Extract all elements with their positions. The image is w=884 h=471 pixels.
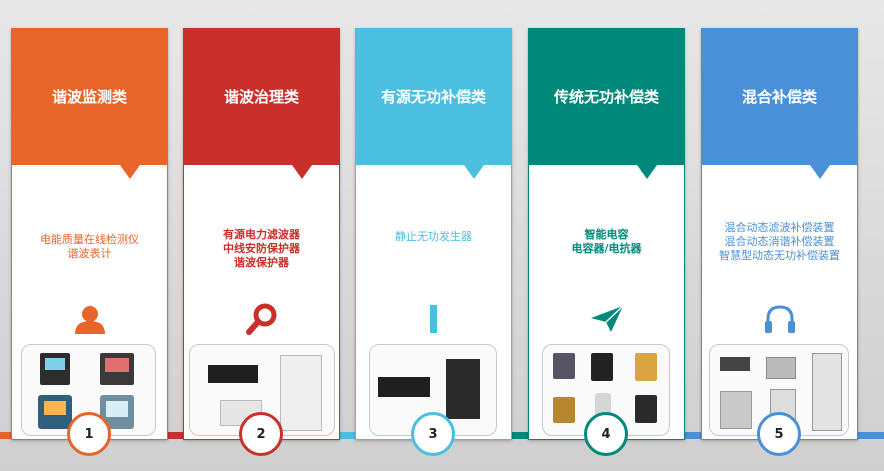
category-card-hybrid-compensation: 混合补偿类 混合动态滤波补偿装置 混合动态消谐补偿装置 智慧型动态无功补偿装置: [701, 28, 858, 440]
product-item: 电能质量在线检测仪: [40, 233, 139, 246]
meter-image: [100, 353, 134, 385]
cabinet-image: [280, 355, 322, 431]
header-notch: [120, 165, 140, 179]
header-notch: [637, 165, 657, 179]
card-header: 有源无功补偿类: [355, 28, 512, 179]
capacitor-image: [591, 353, 613, 381]
compensation-device-image: [720, 357, 750, 371]
product-list: 有源电力滤波器 中线安防保护器 谐波保护器: [183, 228, 340, 270]
step-number-2: 2: [239, 412, 283, 456]
timeline-segment-2: [90, 432, 262, 439]
product-list: 电能质量在线检测仪 谐波表计: [11, 233, 168, 261]
step-number-4: 4: [584, 412, 628, 456]
reactor-image: [553, 397, 575, 423]
product-list: 静止无功发生器: [355, 230, 512, 244]
product-item: 谐波表计: [67, 247, 112, 260]
reactor-image: [635, 395, 657, 423]
paper-plane-icon: [528, 300, 685, 338]
product-item: 混合动态滤波补偿装置: [724, 221, 835, 234]
card-title: 谐波治理类: [223, 88, 299, 106]
card-title: 混合补偿类: [741, 88, 817, 106]
card-header: 谐波监测类: [11, 28, 168, 179]
card-title: 有源无功补偿类: [380, 88, 486, 106]
card-title: 谐波监测类: [51, 88, 127, 106]
category-card-active-reactive-compensation: 有源无功补偿类 静止无功发生器: [355, 28, 512, 440]
search-icon: [183, 300, 340, 338]
card-header: 传统无功补偿类: [528, 28, 685, 179]
product-item: 中线安防保护器: [223, 242, 300, 255]
product-item: 混合动态消谐补偿装置: [724, 235, 835, 248]
header-notch: [292, 165, 312, 179]
svg-cabinet-image: [446, 359, 480, 419]
header-notch: [464, 165, 484, 179]
cabinet-image: [812, 353, 842, 431]
product-item: 有源电力滤波器: [223, 228, 300, 241]
compensation-device-image: [720, 391, 752, 429]
card-title: 传统无功补偿类: [553, 88, 659, 106]
timeline-segment-4: [434, 432, 606, 439]
step-number-5: 5: [757, 412, 801, 456]
category-card-harmonic-monitoring: 谐波监测类 电能质量在线检测仪 谐波表计: [11, 28, 168, 440]
product-item: 谐波保护器: [234, 256, 289, 269]
timeline-segment-3: [262, 432, 434, 439]
product-item: 智慧型动态无功补偿装置: [719, 249, 840, 262]
user-icon: [11, 300, 168, 338]
product-item: 静止无功发生器: [395, 230, 472, 243]
bar-icon: [355, 300, 512, 338]
product-list: 混合动态滤波补偿装置 混合动态消谐补偿装置 智慧型动态无功补偿装置: [701, 221, 858, 263]
headphones-icon: [701, 300, 858, 338]
compensation-device-image: [766, 357, 796, 379]
product-photo: [542, 344, 670, 436]
step-number-1: 1: [67, 412, 111, 456]
product-item: 电容器/电抗器: [571, 242, 642, 255]
product-item: 智能电容: [584, 228, 629, 241]
card-header: 谐波治理类: [183, 28, 340, 179]
meter-image: [40, 353, 70, 385]
filter-image: [208, 365, 258, 383]
header-notch: [810, 165, 830, 179]
category-card-harmonic-treatment: 谐波治理类 有源电力滤波器 中线安防保护器 谐波保护器: [183, 28, 340, 440]
product-photo: [189, 344, 335, 436]
category-card-traditional-reactive-compensation: 传统无功补偿类 智能电容 电容器/电抗器: [528, 28, 685, 440]
card-header: 混合补偿类: [701, 28, 858, 179]
step-number-3: 3: [411, 412, 455, 456]
capacitor-image: [553, 353, 575, 379]
product-list: 智能电容 电容器/电抗器: [528, 228, 685, 256]
meter-image: [38, 395, 72, 429]
reactor-image: [635, 353, 657, 381]
svg-device-image: [378, 377, 430, 397]
